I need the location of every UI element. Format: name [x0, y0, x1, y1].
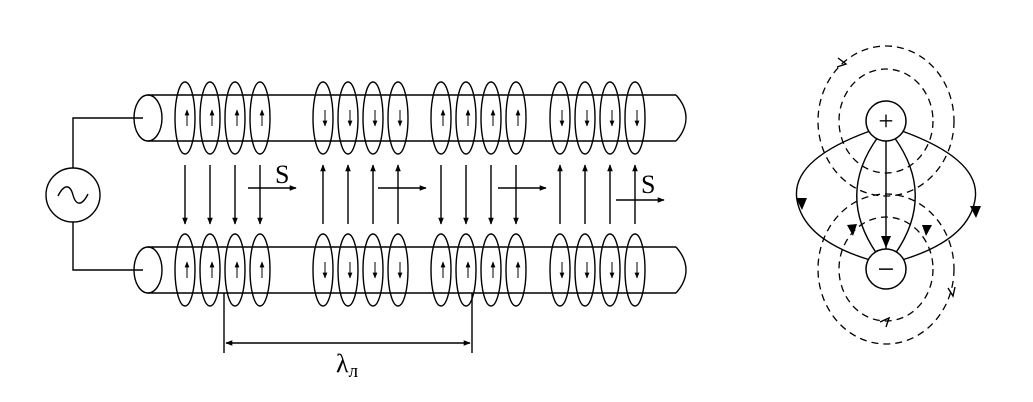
magnetic-ring [249, 233, 271, 307]
magnetic-ring [624, 81, 646, 155]
magnetic-ring [505, 233, 527, 307]
magnetic-ring [574, 81, 596, 155]
magnetic-ring [574, 233, 596, 307]
wire-top [72, 117, 143, 168]
magnetic-ring [224, 233, 246, 307]
magnetic-ring [362, 81, 384, 155]
magnetic-ring [599, 233, 621, 307]
magnetic-ring [455, 81, 477, 155]
magnetic-ring [549, 81, 571, 155]
sine-wave-icon [57, 186, 89, 204]
bottom-conductor [133, 233, 687, 307]
magnetic-ring [224, 81, 246, 155]
wavelength-label: λл [336, 349, 359, 382]
dipole-diagram: + − [795, 45, 981, 345]
positive-charge-label: + [878, 106, 893, 136]
magnetic-ring [312, 81, 334, 155]
magnetic-ring [599, 81, 621, 155]
poynting-label-2: S [641, 170, 655, 199]
magnetic-ring [312, 233, 334, 307]
magnetic-ring [430, 233, 452, 307]
ac-source [45, 117, 143, 271]
negative-charge [865, 248, 907, 290]
wavelength-marker: λл [223, 293, 473, 382]
magnetic-ring [174, 233, 196, 307]
magnetic-ring [174, 81, 196, 155]
magnetic-ring [249, 81, 271, 155]
magnetic-ring [199, 81, 221, 155]
magnetic-ring [337, 233, 359, 307]
electric-field-arrows [182, 164, 638, 225]
positive-charge [865, 100, 907, 142]
magnetic-rings-top [174, 81, 646, 155]
negative-charge-label: − [878, 253, 895, 286]
magnetic-ring [199, 233, 221, 307]
magnetic-ring [455, 233, 477, 307]
wire-bottom [72, 222, 143, 271]
magnetic-ring [624, 233, 646, 307]
magnetic-rings-bottom [174, 233, 646, 307]
poynting-arrows [248, 185, 665, 203]
top-conductor [133, 81, 687, 155]
magnetic-ring [387, 81, 409, 155]
poynting-label-1: S [275, 160, 289, 189]
magnetic-ring [480, 81, 502, 155]
magnetic-ring [480, 233, 502, 307]
magnetic-ring [549, 233, 571, 307]
magnetic-ring [430, 81, 452, 155]
magnetic-ring [337, 81, 359, 155]
magnetic-ring [505, 81, 527, 155]
magnetic-ring [362, 233, 384, 307]
magnetic-ring [387, 233, 409, 307]
